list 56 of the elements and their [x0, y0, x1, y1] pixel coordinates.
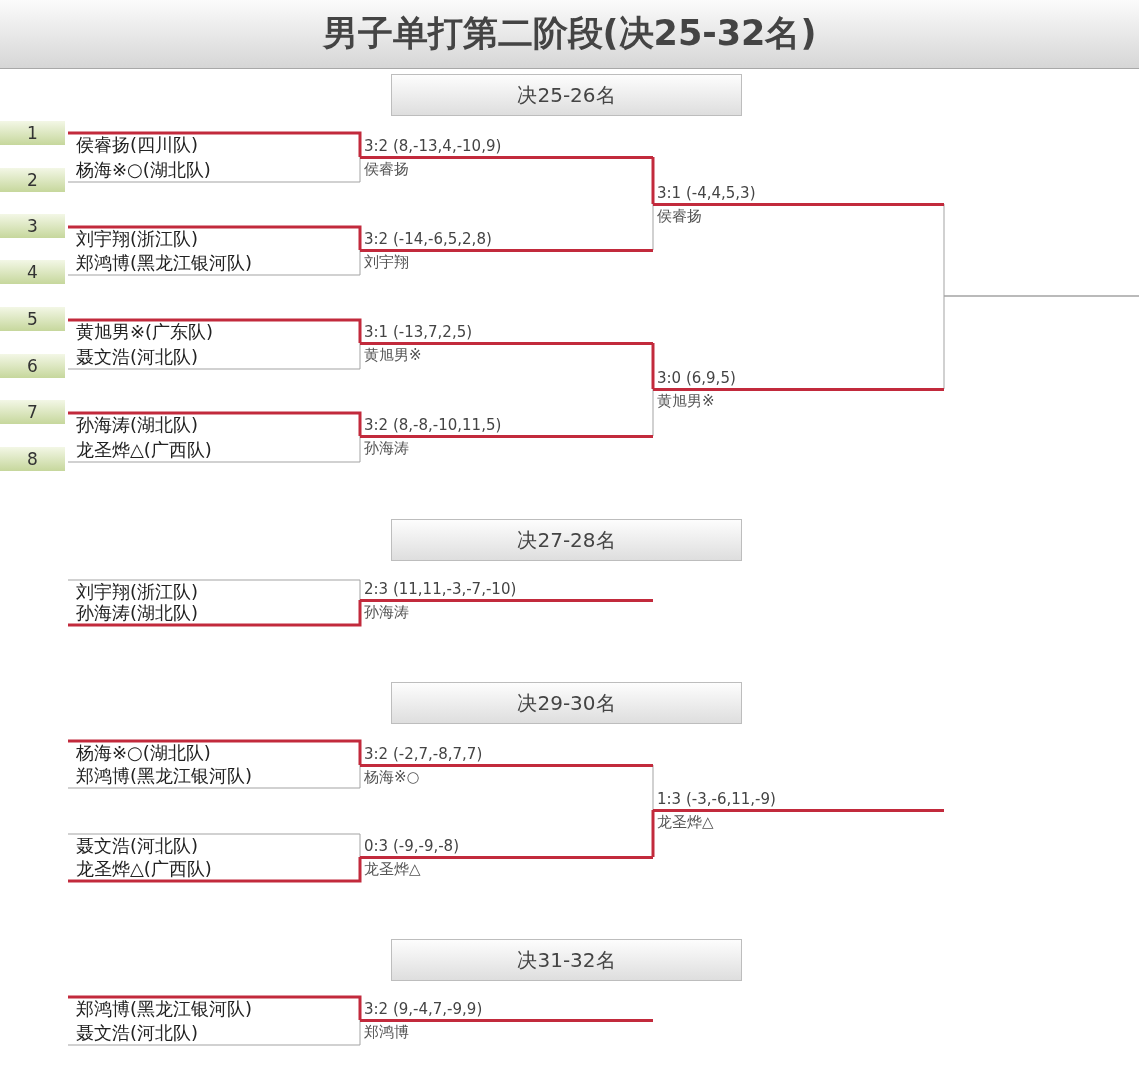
winner-name: 黄旭男※ [364, 346, 422, 364]
section-header: 决27-28名 [391, 519, 742, 561]
winner-name: 杨海※○ [364, 768, 420, 786]
winner-name: 侯睿扬 [657, 207, 702, 225]
bracket-line [652, 203, 654, 251]
winner-name: 郑鸿博 [364, 1023, 409, 1041]
match-score: 3:2 (-2,7,-8,7,7) [364, 745, 483, 763]
match-score: 3:2 (9,-4,7,-9,9) [364, 1000, 483, 1018]
winner-name: 孙海涛 [364, 603, 409, 621]
section-header: 决25-26名 [391, 74, 742, 116]
bracket-line [651, 810, 655, 857]
player-name: 郑鸿博(黑龙江银河队) [68, 764, 360, 788]
match-score: 3:2 (8,-8,-10,11,5) [364, 416, 502, 434]
seed-tab: 5 [0, 307, 65, 331]
match-score: 1:3 (-3,-6,11,-9) [657, 790, 776, 808]
seed-tab: 3 [0, 214, 65, 238]
bracket-line [943, 295, 1139, 390]
player-name: 孙海涛(湖北队) [68, 413, 360, 437]
player-name: 龙圣烨△(广西队) [68, 857, 360, 881]
player-name: 聂文浩(河北队) [68, 345, 360, 369]
section-header: 决29-30名 [391, 682, 742, 724]
bracket-line [652, 388, 654, 437]
winner-name: 刘宇翔 [364, 253, 409, 271]
winner-name: 侯睿扬 [364, 160, 409, 178]
player-name: 郑鸿博(黑龙江银河队) [68, 251, 360, 275]
match-score: 3:1 (-13,7,2,5) [364, 323, 473, 341]
bracket-line [651, 343, 655, 389]
winner-name: 黄旭男※ [657, 392, 715, 410]
player-name: 杨海※○(湖北队) [68, 741, 360, 765]
player-name: 刘宇翔(浙江队) [68, 227, 360, 251]
winner-name: 孙海涛 [364, 439, 409, 457]
seed-tab: 6 [0, 354, 65, 378]
seed-tab: 2 [0, 168, 65, 192]
player-name: 聂文浩(河北队) [68, 834, 360, 858]
match-score: 2:3 (11,11,-3,-7,-10) [364, 580, 517, 598]
seed-tab: 8 [0, 447, 65, 471]
winner-name: 龙圣烨△ [657, 813, 714, 831]
winner-name: 龙圣烨△ [364, 860, 421, 878]
match-score: 3:2 (-14,-6,5,2,8) [364, 230, 492, 248]
player-name: 孙海涛(湖北队) [68, 601, 360, 625]
seed-tab: 7 [0, 400, 65, 424]
match-score: 3:2 (8,-13,4,-10,9) [364, 137, 502, 155]
player-name: 聂文浩(河北队) [68, 1021, 360, 1045]
seed-tab: 4 [0, 260, 65, 284]
player-name: 杨海※○(湖北队) [68, 158, 360, 182]
title-banner: 男子单打第二阶段(决25-32名) [0, 0, 1139, 69]
match-score: 3:1 (-4,4,5,3) [657, 184, 756, 202]
bracket-line [651, 157, 655, 204]
bracket-line [652, 764, 654, 811]
match-score: 3:0 (6,9,5) [657, 369, 736, 387]
player-name: 龙圣烨△(广西队) [68, 438, 360, 462]
seed-tab: 1 [0, 121, 65, 145]
match-score: 0:3 (-9,-9,-8) [364, 837, 460, 855]
section-header: 决31-32名 [391, 939, 742, 981]
player-name: 郑鸿博(黑龙江银河队) [68, 997, 360, 1021]
player-name: 刘宇翔(浙江队) [68, 580, 360, 604]
